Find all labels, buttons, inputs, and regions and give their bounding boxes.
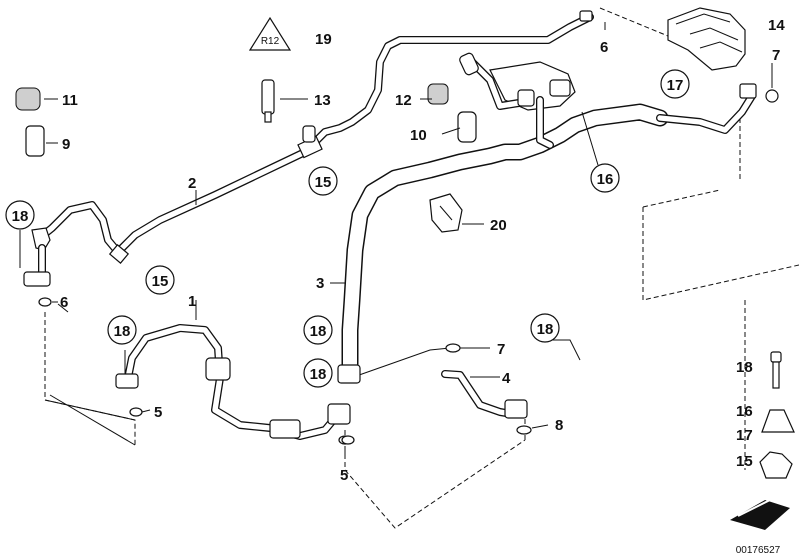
label-part-7: 7: [497, 341, 505, 358]
callout-18-circle: [530, 313, 560, 343]
label-part-13: 13: [314, 92, 331, 109]
o-ring: [129, 407, 143, 417]
valve-10: [457, 111, 477, 143]
callout-18: 18: [114, 323, 131, 340]
label-part-11: 11: [62, 92, 78, 109]
callout-18: 18: [537, 321, 554, 338]
bolt-18-shank: [772, 361, 780, 389]
pipe-line-2: [38, 10, 594, 264]
part-number-labels: 11 9 13 19 12 10 2 3 20 1 6 6 14 7 7 4 5…: [60, 17, 785, 484]
callout-18: 18: [12, 208, 29, 225]
cap-16-17: [761, 409, 795, 433]
pipe-line-right: [656, 83, 779, 134]
o-ring: [341, 435, 355, 445]
label-part-14: 14: [768, 17, 785, 34]
legend-label-17: 17: [736, 427, 753, 444]
label-part-2: 2: [188, 175, 196, 192]
callout-16: 16: [597, 171, 614, 188]
callout-18: 18: [310, 323, 327, 340]
callout-15: 15: [315, 174, 332, 191]
drawing-number: 00176527: [736, 545, 781, 556]
hose-line-3: [337, 103, 669, 445]
label-part-10: 10: [410, 127, 427, 144]
pipe-line-4: [441, 343, 532, 435]
bolt-18-head: [770, 351, 782, 363]
callout-15-circle: [145, 265, 175, 295]
label-part-8: 8: [555, 417, 563, 434]
label-part-5: 5: [154, 404, 162, 421]
legend-label-18: 18: [736, 359, 753, 376]
label-part-12: 12: [395, 92, 412, 109]
pipe-end-fitting: [579, 10, 593, 22]
refrigerant-warning-symbol: R12: [248, 16, 292, 51]
callout-16-circle: [590, 163, 620, 193]
label-part-6: 6: [60, 294, 68, 311]
callout-18-circle: [303, 315, 333, 345]
label-part-19: 19: [315, 31, 332, 48]
label-part-9: 9: [62, 136, 70, 153]
cap-11: [15, 87, 41, 111]
label-part-20: 20: [490, 217, 507, 234]
legend-label-16: 16: [736, 403, 753, 420]
label-part-5: 5: [340, 467, 348, 484]
orientation-arrow-icon: [730, 498, 790, 530]
circled-callouts: 15 15 16 17 18 18 18 18 18: [5, 69, 690, 388]
valve-assembly: [459, 52, 576, 149]
pipe-joint: [108, 244, 130, 264]
bracket-14: [667, 7, 746, 71]
legend-label-15: 15: [736, 453, 753, 470]
callout-18-circle: [107, 315, 137, 345]
clip-15: [759, 451, 793, 479]
left-flange: [23, 227, 52, 307]
clip-20: [429, 193, 463, 233]
label-part-6: 6: [600, 39, 608, 56]
valve-9: [25, 125, 45, 157]
label-part-1: 1: [188, 293, 196, 310]
label-part-7: 7: [772, 47, 780, 64]
sensor-13: [261, 79, 275, 115]
callout-18-circle: [5, 200, 35, 230]
callout-17-circle: [660, 69, 690, 99]
hose-crimp: [205, 357, 231, 381]
cap-12: [427, 83, 449, 105]
callout-18-circle: [303, 358, 333, 388]
callout-15: 15: [152, 273, 169, 290]
warning-symbol-text: R12: [261, 36, 280, 47]
callout-18: 18: [310, 366, 327, 383]
legend-parts: [759, 351, 795, 479]
warning-triangle-icon: [248, 16, 292, 51]
label-leaders: [44, 22, 773, 455]
legend-labels: 18 16 17 15: [736, 359, 753, 470]
callout-15-circle: [308, 166, 338, 196]
hose-crimp: [269, 419, 301, 439]
flange: [115, 373, 139, 389]
label-part-4: 4: [502, 370, 511, 387]
callout-17: 17: [667, 77, 684, 94]
label-part-3: 3: [316, 275, 324, 292]
service-valve: [302, 125, 316, 143]
flange: [327, 403, 351, 425]
pipe-line-1: [115, 324, 355, 445]
sensor-13-tip: [264, 111, 272, 123]
small-parts: [15, 79, 477, 157]
hose-end-fitting: [337, 364, 361, 384]
